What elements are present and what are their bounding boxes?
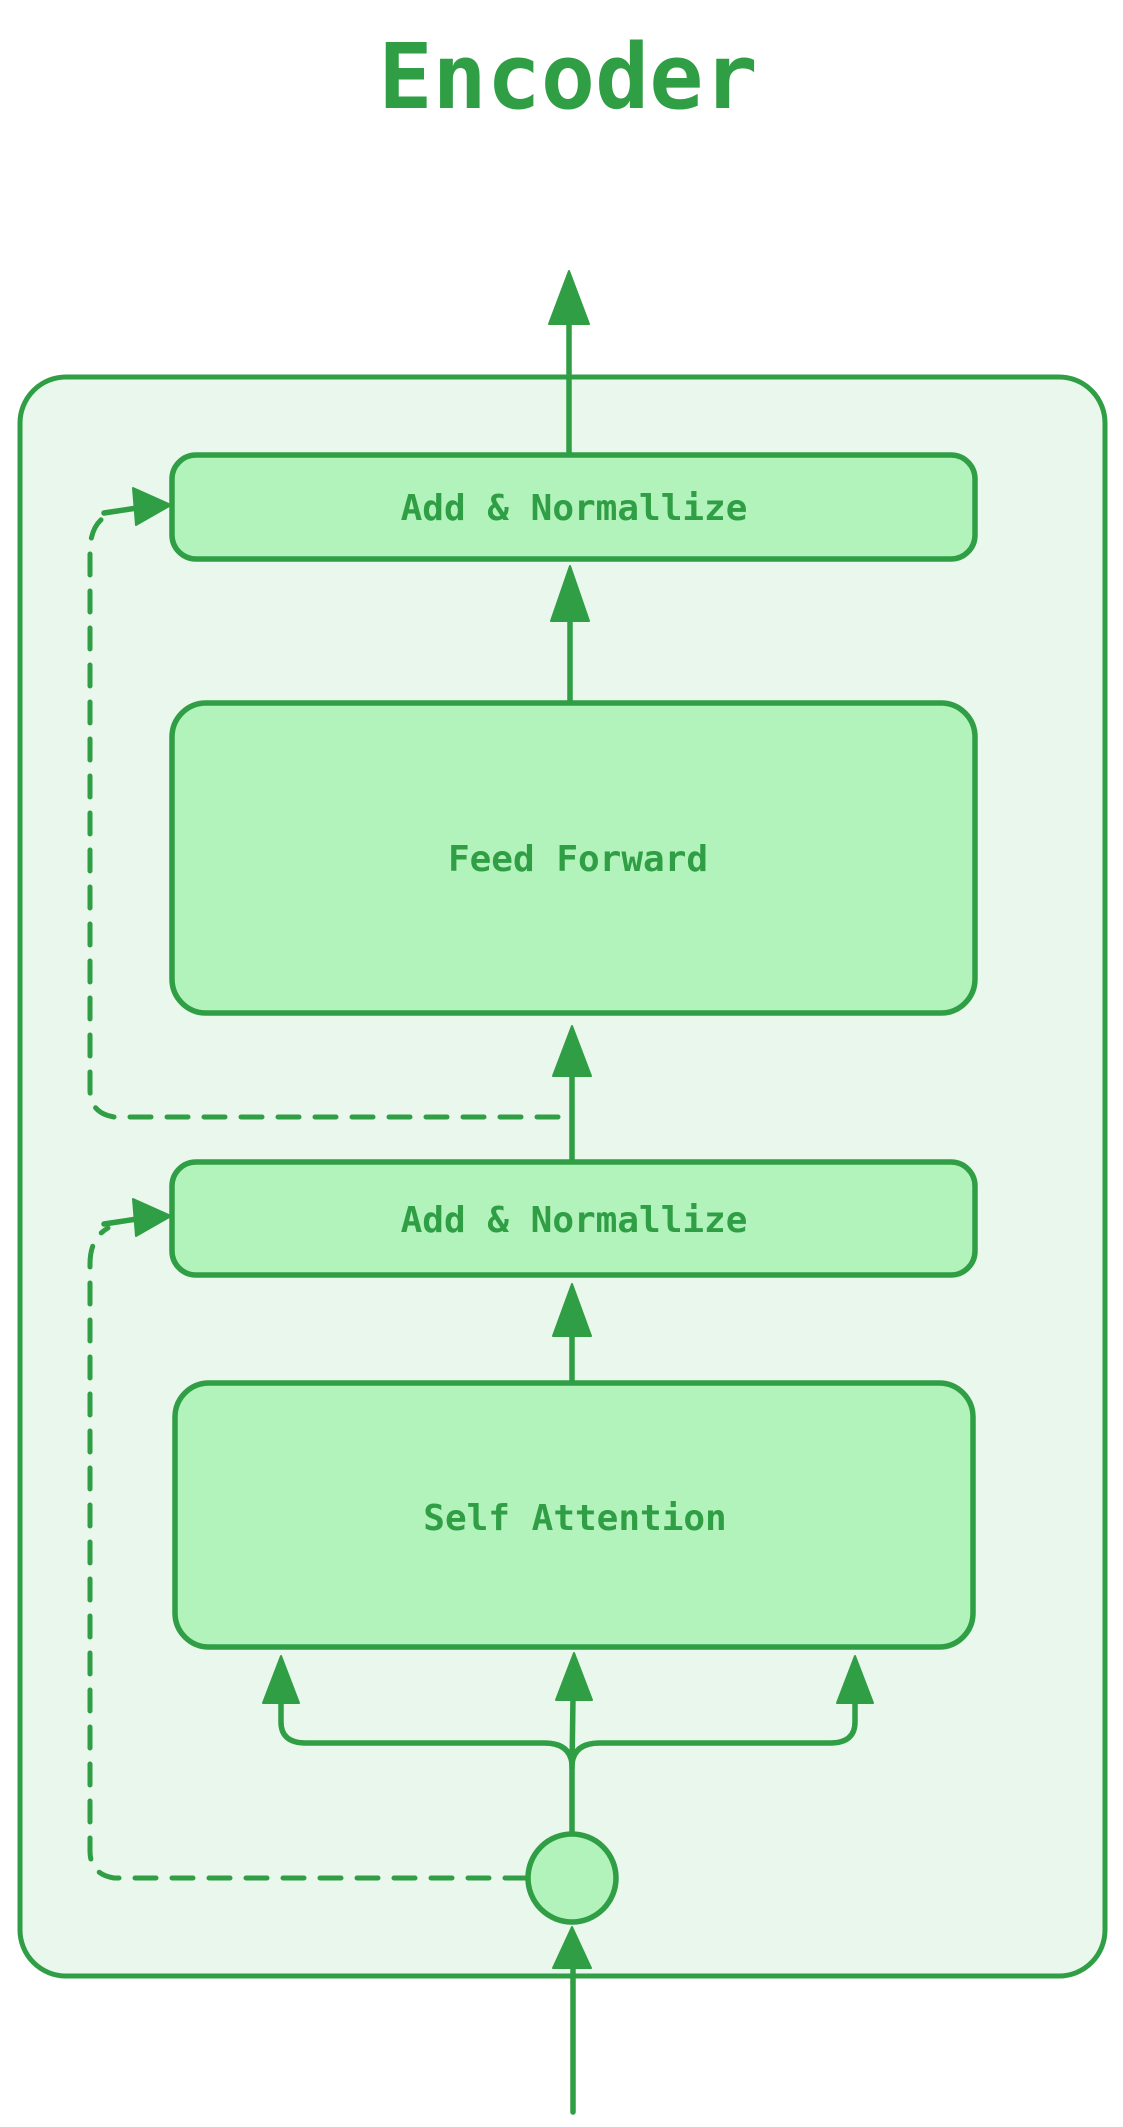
arrow-up-icon [552, 1283, 592, 1337]
arrow-up-icon [552, 1926, 592, 1969]
arrow-up-icon [262, 1655, 300, 1704]
arrow-right-icon [132, 1198, 172, 1237]
node-self-attention [172, 1380, 976, 1650]
node-add-normalize-bottom-label: Add & Normallize [401, 1200, 748, 1241]
node-self-attention-label: Self Attention [423, 1498, 726, 1539]
residual-connection-upper [87, 487, 561, 1120]
arrow-up-icon [555, 1652, 593, 1701]
input-junction-circle [525, 1831, 619, 1925]
arrow-right-icon [132, 487, 172, 526]
node-feed-forward-label: Feed Forward [448, 839, 708, 880]
node-add-normalize-top [169, 452, 978, 562]
arrow-up-icon [550, 565, 590, 622]
arrow-up-icon [548, 270, 590, 325]
arrow-up-icon [836, 1655, 874, 1704]
residual-connection-lower [87, 1198, 529, 1881]
branch-into-self-attention [262, 1652, 874, 1835]
arrow-ff-to-addnorm [550, 565, 590, 706]
node-add-normalize-top-label: Add & Normallize [401, 488, 748, 529]
output-arrow [548, 270, 590, 458]
arrow-addnorm2-to-ff [552, 1025, 592, 1165]
node-feed-forward [169, 700, 978, 1016]
arrow-sa-to-addnorm2 [552, 1283, 592, 1386]
node-add-normalize-bottom [169, 1159, 978, 1278]
input-arrow [552, 1926, 592, 2115]
arrow-up-icon [552, 1025, 592, 1077]
diagram-title: Encoder [378, 25, 757, 130]
